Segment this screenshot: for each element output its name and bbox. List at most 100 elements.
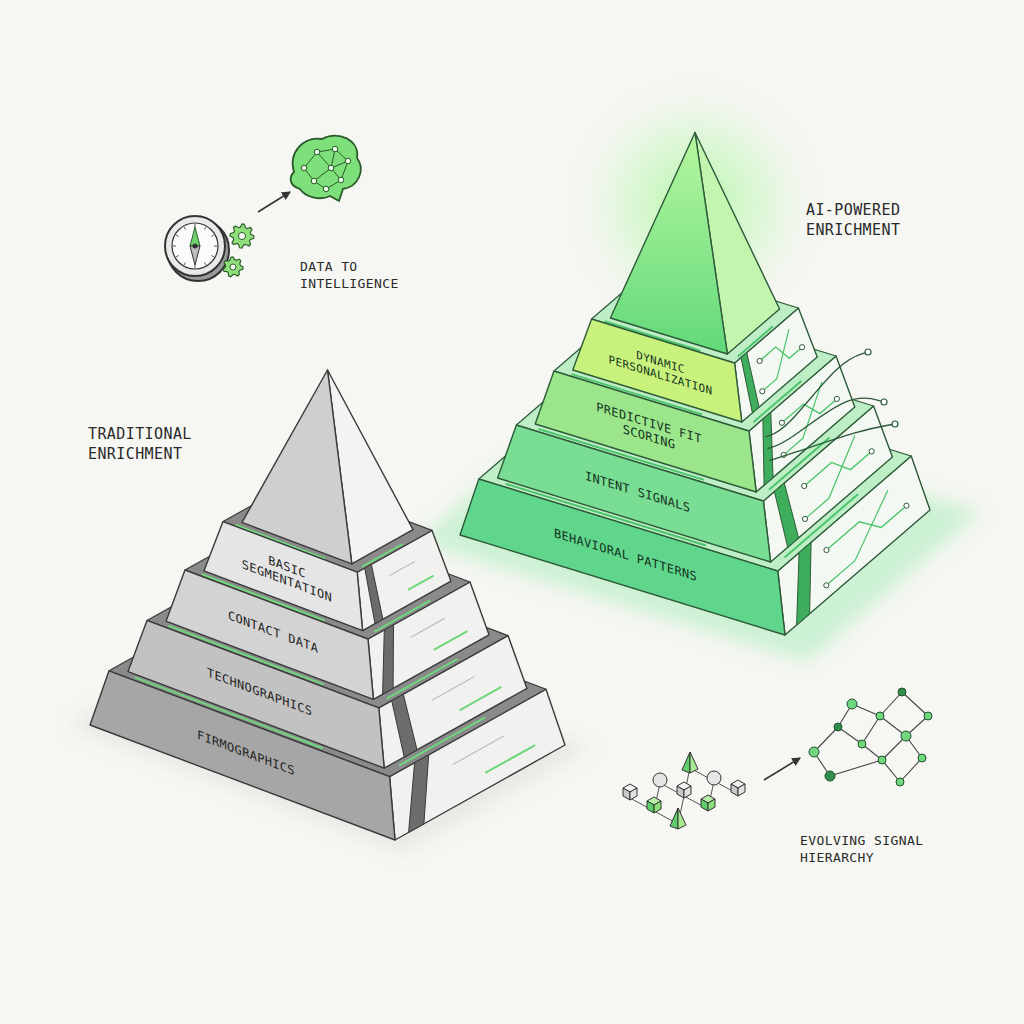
side-groove xyxy=(410,618,444,637)
wire-node xyxy=(881,399,887,405)
network-link xyxy=(830,760,882,776)
circuit-node xyxy=(802,516,807,521)
compass-tick xyxy=(214,246,217,247)
brain-node xyxy=(323,186,329,192)
circuit-node xyxy=(799,345,804,350)
brain-node xyxy=(314,149,320,155)
network-link xyxy=(900,758,922,782)
cube-side xyxy=(623,788,630,800)
circuit-node xyxy=(802,483,807,488)
brain xyxy=(291,136,361,201)
gear xyxy=(230,224,254,248)
side-groove xyxy=(389,562,414,576)
signal-hierarchy-icon xyxy=(623,688,932,829)
network-node xyxy=(924,712,932,720)
network-link xyxy=(862,716,880,744)
cube-side xyxy=(654,801,661,813)
icon-caption: DATA TO INTELLIGENCE xyxy=(300,258,416,292)
circuit-node xyxy=(824,583,829,588)
compass-face xyxy=(172,223,218,269)
compass-tick xyxy=(205,227,207,230)
wire-node xyxy=(892,421,898,427)
compass-pivot xyxy=(193,244,198,249)
cube-side xyxy=(647,801,654,813)
cube-side xyxy=(701,799,708,811)
network-node xyxy=(918,754,926,762)
brain-node xyxy=(328,165,334,171)
ground-glow xyxy=(417,392,981,662)
side-groove xyxy=(453,736,505,765)
compass-tick xyxy=(176,256,179,258)
tier-face xyxy=(460,479,785,635)
tetra-face xyxy=(678,808,686,829)
crack-channel xyxy=(365,564,383,623)
section-title: AI-POWERED ENRICHMENT xyxy=(806,200,946,240)
pyramid-tier: FIRMOGRAPHICS xyxy=(88,668,397,842)
brain-node xyxy=(338,177,344,183)
circuit-trace xyxy=(805,436,855,519)
tetra-face xyxy=(670,808,678,829)
tetra-face xyxy=(682,752,690,773)
flow-arrow xyxy=(258,192,290,212)
flow-arrow xyxy=(764,758,800,780)
cube-side xyxy=(738,784,745,796)
circuit-node xyxy=(779,420,784,425)
wire-node xyxy=(865,349,871,355)
cube-side xyxy=(630,788,637,800)
crack-channel xyxy=(409,755,429,833)
sphere xyxy=(653,773,667,787)
brain-node xyxy=(345,158,351,164)
crack-channel xyxy=(797,542,812,625)
compass-body xyxy=(165,216,225,276)
circuit-node xyxy=(834,396,839,401)
pyramid-tier: BEHAVIORAL PATTERNS xyxy=(458,477,787,637)
wire xyxy=(766,352,868,437)
cube-side xyxy=(731,784,738,796)
compass-tick xyxy=(211,235,214,237)
circuit-trace xyxy=(804,451,871,486)
compass-needle xyxy=(190,246,200,265)
circuit-node xyxy=(760,389,765,394)
crack-channel xyxy=(392,694,417,757)
network-node xyxy=(834,723,842,731)
side-accent xyxy=(485,745,535,773)
apex-front xyxy=(610,133,727,355)
network-node xyxy=(898,688,906,696)
network-node xyxy=(901,731,911,741)
network-node xyxy=(858,740,866,748)
compass-tick xyxy=(211,256,214,258)
compass-tick xyxy=(176,235,179,237)
cube-side xyxy=(684,786,691,798)
network-node xyxy=(825,771,835,781)
gear-hole xyxy=(238,232,245,239)
network-link xyxy=(902,692,928,716)
gear xyxy=(223,257,243,277)
circuit-trace xyxy=(826,506,906,550)
network-node xyxy=(896,778,904,786)
brain-node xyxy=(301,165,307,171)
circuit-node xyxy=(757,358,762,363)
circuit-node xyxy=(904,503,909,508)
network-link xyxy=(880,692,902,716)
cube-side xyxy=(708,799,715,811)
compass-tick xyxy=(173,246,176,247)
circuit-node xyxy=(869,449,874,454)
sphere xyxy=(707,771,721,785)
network-node xyxy=(878,756,886,764)
crack-channel xyxy=(774,483,798,547)
gear-hole xyxy=(230,264,236,270)
wire xyxy=(769,424,895,461)
brain-node xyxy=(332,146,338,152)
compass-needle xyxy=(190,227,200,246)
circuit-trace xyxy=(760,347,802,361)
tier-face xyxy=(90,671,395,840)
network-node xyxy=(847,699,857,709)
network-node xyxy=(809,747,819,757)
tetra-face xyxy=(690,752,698,773)
wire xyxy=(767,398,884,449)
brain-node xyxy=(311,178,317,184)
crack-channel xyxy=(741,353,759,413)
circuit-node xyxy=(824,547,829,552)
icon-caption: EVOLVING SIGNAL HIERARCHY xyxy=(800,832,940,866)
